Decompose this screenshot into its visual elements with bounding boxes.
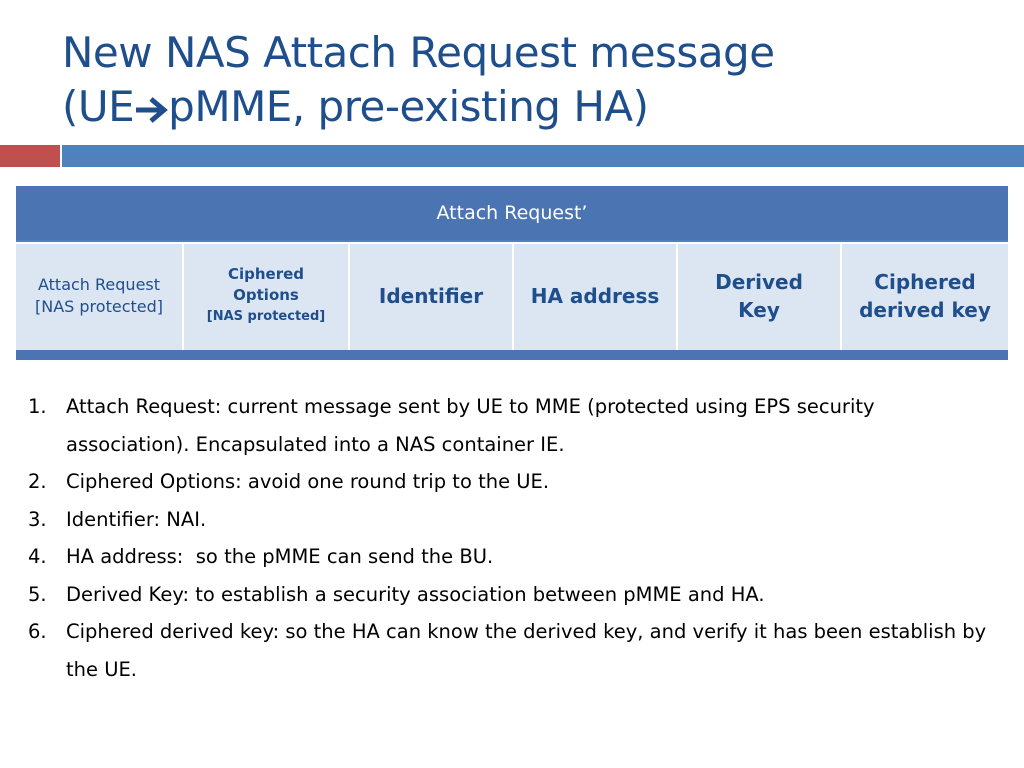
list-item: 5. Derived Key: to establish a security a… [28,576,988,614]
list-number: 5. [28,582,47,606]
right-arrow-icon [134,84,169,138]
list-number: 1. [28,395,47,418]
list-item: 6. Ciphered derived key: so the HA can kn… [28,613,988,688]
table-footer [16,350,1008,360]
list-number: 2. [28,470,47,493]
field-derived-key: Derived Key [676,244,840,350]
title-line-2-end: pMME, pre-existing HA) [168,82,649,131]
list-number: 6. [28,620,47,643]
list-text: Derived Key: to establish a security ass… [66,582,765,606]
list-item: 2. Ciphered Options: avoid one round trip… [28,463,988,501]
list-text: Ciphered Options: avoid one round trip t… [66,470,550,493]
cell-text: [NAS protected] [206,309,326,324]
list-item: 4. HA address: so the pMME can send the B… [28,538,988,576]
cell-text: derived key [859,298,991,322]
message-format-table: Attach Request’ Attach Request [NAS prot… [16,186,1008,360]
field-identifier: Identifier [348,244,512,350]
field-ciphered-options: Ciphered Options [NAS protected] [182,244,348,350]
title-line-2-start: (UE [62,82,135,131]
list-item: 1. Attach Request: current message sent b… [28,388,988,463]
field-ciphered-derived-key: Ciphered derived key [840,244,1008,350]
list-text: Attach Request: current message sent by … [66,395,875,456]
cell-text: Identifier [378,284,484,308]
cell-text: HA address [530,284,660,308]
title-line-1: New NAS Attach Request message [62,28,775,77]
cell-text: Key [738,298,780,322]
list-item: 3. Identifier: NAI. [28,501,988,539]
cell-text: Ciphered [874,270,976,294]
cell-text: Attach Request [37,275,161,294]
cell-text: [NAS protected] [35,297,163,316]
list-number: 3. [28,507,47,531]
accent-bar-red [0,145,60,167]
cell-text: Derived [715,270,803,294]
table-row: Attach Request [NAS protected] Ciphered … [16,242,1008,352]
slide-title: New NAS Attach Request message (UE pMME, … [62,26,1002,138]
accent-bar-blue [62,145,1024,167]
field-attach-request: Attach Request [NAS protected] [16,244,182,350]
list-number: 4. [28,545,47,568]
cell-text: Ciphered [227,265,305,283]
cell-text: Options [233,286,299,304]
field-descriptions-list: 1. Attach Request: current message sent b… [28,388,988,688]
list-text: HA address: so the pMME can send the BU. [66,545,494,568]
field-ha-address: HA address [512,244,676,350]
table-header: Attach Request’ [16,186,1008,240]
list-text: Ciphered derived key: so the HA can know… [66,620,987,681]
list-text: Identifier: NAI. [66,507,207,531]
